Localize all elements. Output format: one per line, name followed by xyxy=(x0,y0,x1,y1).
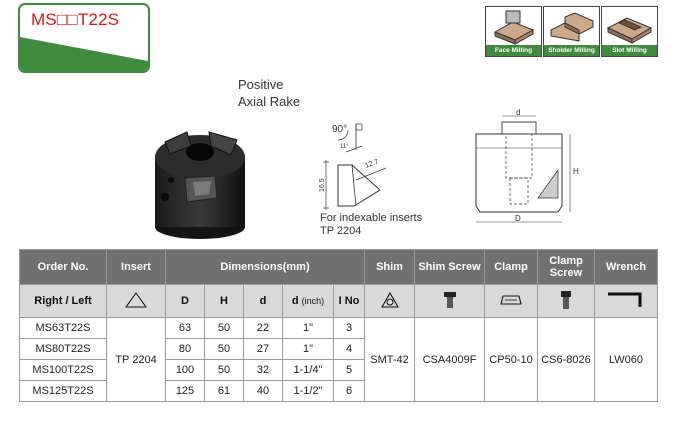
col-wrench: Wrench xyxy=(594,249,659,285)
sub-D: D xyxy=(165,284,205,318)
cell-D: 100 xyxy=(165,359,205,381)
sub-H: H xyxy=(204,284,244,318)
cell-inch: 1-1/4" xyxy=(282,359,334,381)
triangle-insert-icon xyxy=(125,291,147,307)
shim-screw-icon xyxy=(443,291,456,308)
series-badge: MS□□T22S xyxy=(18,3,150,73)
shoulder-milling-icon xyxy=(550,12,594,42)
shoulder-milling-box: Sholder Milling xyxy=(543,6,600,57)
table-row: MS80T22S 80 50 27 1" 4 xyxy=(19,338,658,360)
face-milling-box: Face Milling xyxy=(485,6,542,57)
spec-table: Order No. Insert Dimensions(mm) Shim Shi… xyxy=(19,249,659,402)
sub-shim-icon-cell xyxy=(364,284,416,318)
shoulder-milling-label: Sholder Milling xyxy=(544,45,599,56)
clamp-icon xyxy=(500,294,522,305)
dim-label-D: D xyxy=(515,214,521,223)
shim-icon xyxy=(380,291,399,308)
slot-milling-box: Slot Milling xyxy=(601,6,658,57)
rake-caption: Positive Axial Rake xyxy=(238,76,300,110)
cell-D: 125 xyxy=(165,380,205,402)
cell-D: 80 xyxy=(165,338,205,360)
sub-d-inch-unit: (inch) xyxy=(301,296,325,306)
cell-inch: 1-1/2" xyxy=(282,380,334,402)
rake-angle-90: 90° xyxy=(332,124,347,135)
cell-d: 32 xyxy=(243,359,283,381)
rake-caption-line1: Positive xyxy=(238,77,284,92)
face-milling-label: Face Milling xyxy=(486,45,541,56)
col-clamp-screw: Clamp Screw xyxy=(537,249,596,285)
col-shim: Shim xyxy=(364,249,416,285)
cell-ino: 4 xyxy=(332,338,366,360)
face-milling-icon xyxy=(493,10,535,45)
cell-ino: 3 xyxy=(332,317,366,339)
cell-H: 50 xyxy=(204,359,244,381)
cell-order: MS125T22S xyxy=(19,380,107,402)
cell-ino: 6 xyxy=(332,380,366,402)
insert-note: For indexable inserts TP 2204 xyxy=(320,212,422,238)
rake-angle-12-7: 12.7 xyxy=(364,159,379,170)
insert-note-line1: For indexable inserts xyxy=(320,212,423,224)
cell-inch: 1" xyxy=(282,317,334,339)
sub-clamp-screw-icon-cell xyxy=(537,284,596,318)
sub-clamp-icon-cell xyxy=(484,284,539,318)
subheader-row: Right / Left D H d d (inch) I No xyxy=(19,284,659,318)
insert-note-line2: TP 2204 xyxy=(320,225,362,237)
dim-label-H: H xyxy=(573,167,579,176)
cell-H: 61 xyxy=(204,380,244,402)
cell-shim-shared: SMT-42 xyxy=(364,317,416,402)
col-insert: Insert xyxy=(106,249,166,285)
sub-d-inch-label: d xyxy=(291,295,299,307)
col-clamp: Clamp xyxy=(484,249,539,285)
cell-clamp-screw-shared: CS6-8026 xyxy=(537,317,596,402)
rake-angle-11: 11° xyxy=(340,144,349,150)
series-title: MS□□T22S xyxy=(31,10,120,29)
sub-right-left: Right / Left xyxy=(19,284,107,318)
col-order-no: Order No. xyxy=(19,249,107,285)
cell-order: MS80T22S xyxy=(19,338,107,360)
cell-H: 50 xyxy=(204,317,244,339)
sub-d: d xyxy=(243,284,283,318)
dimension-diagram: d H D xyxy=(475,108,579,223)
badge-background xyxy=(20,37,148,71)
cell-insert-shared: TP 2204 xyxy=(106,317,166,402)
cell-clamp-shared: CP50-10 xyxy=(484,317,539,402)
cell-order: MS63T22S xyxy=(19,317,107,339)
cell-d: 27 xyxy=(243,338,283,360)
col-dimensions: Dimensions(mm) xyxy=(164,249,366,285)
rake-angle-diagram: 90° 11° 12.7 16.5 xyxy=(319,123,387,210)
table-row: MS63T22S TP 2204 63 50 22 1" 3 SMT-42 CS… xyxy=(19,317,659,402)
cell-H: 50 xyxy=(204,338,244,360)
cell-inch: 1" xyxy=(282,338,334,360)
sub-shim-screw-icon-cell xyxy=(414,284,486,318)
sub-d-inch: d (inch) xyxy=(282,284,334,318)
cell-D: 63 xyxy=(165,317,205,339)
sub-i-no: I No xyxy=(332,284,366,318)
clamp-screw-icon xyxy=(561,290,572,309)
cell-ino: 5 xyxy=(332,359,366,381)
col-shim-screw: Shim Screw xyxy=(414,249,486,285)
header-row: Order No. Insert Dimensions(mm) Shim Shi… xyxy=(19,249,659,285)
rake-caption-line2: Axial Rake xyxy=(238,94,301,109)
table-row: MS125T22S 125 61 40 1-1/2" 6 xyxy=(19,380,658,402)
rake-height-16-5: 16.5 xyxy=(319,178,326,192)
dim-label-d: d xyxy=(516,108,520,117)
cell-wrench-shared: LW060 xyxy=(594,317,659,402)
cell-order: MS100T22S xyxy=(19,359,107,381)
sub-wrench-icon-cell xyxy=(594,284,659,318)
cell-d: 22 xyxy=(243,317,283,339)
cell-shim-screw-shared: CSA4009F xyxy=(414,317,486,402)
cell-d: 40 xyxy=(243,380,283,402)
milling-cutter-image xyxy=(155,131,245,239)
sub-insert-shape xyxy=(106,284,166,318)
slot-milling-icon xyxy=(606,17,653,44)
slot-milling-label: Slot Milling xyxy=(602,45,657,56)
wrench-icon xyxy=(608,292,642,307)
